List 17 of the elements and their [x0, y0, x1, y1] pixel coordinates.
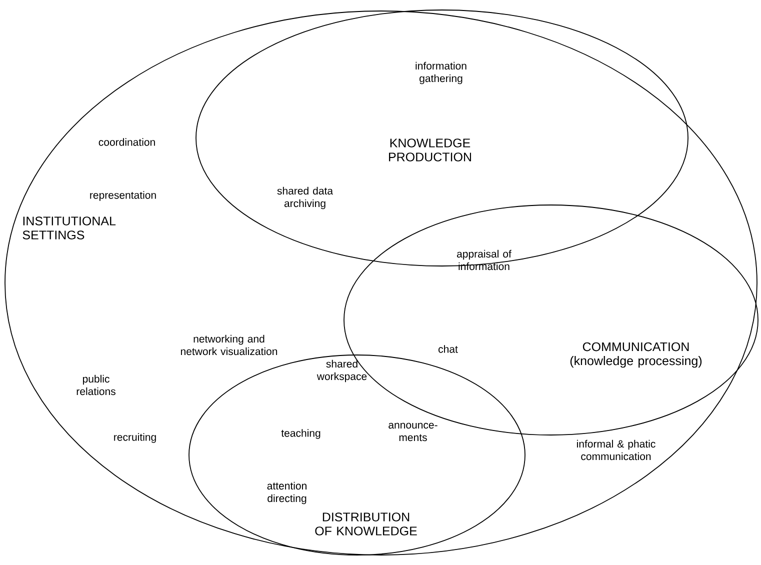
activity-label: teaching	[281, 429, 320, 439]
activity-label: representation	[90, 191, 156, 201]
region-title: COMMUNICATION (knowledge processing)	[570, 342, 702, 368]
activity-label: attention directing	[267, 482, 306, 504]
region-title: DISTRIBUTION OF KNOWLEDGE	[315, 512, 417, 536]
activity-label: shared data archiving	[277, 186, 333, 210]
activity-label: appraisal of information	[457, 250, 512, 270]
activity-label: networking and network visualization	[180, 334, 278, 356]
activity-label: public relations	[76, 374, 116, 396]
activity-label: shared workspace	[316, 360, 367, 382]
activity-label: chat	[438, 345, 458, 353]
region-title: INSTITUTIONAL SETTINGS	[22, 216, 116, 240]
activity-label: information gathering	[416, 62, 466, 84]
region-title: KNOWLEDGE PRODUCTION	[389, 138, 471, 162]
activity-label: recruiting	[114, 433, 156, 443]
activity-label: announce- ments	[388, 422, 438, 442]
activity-label: coordination	[98, 138, 155, 146]
